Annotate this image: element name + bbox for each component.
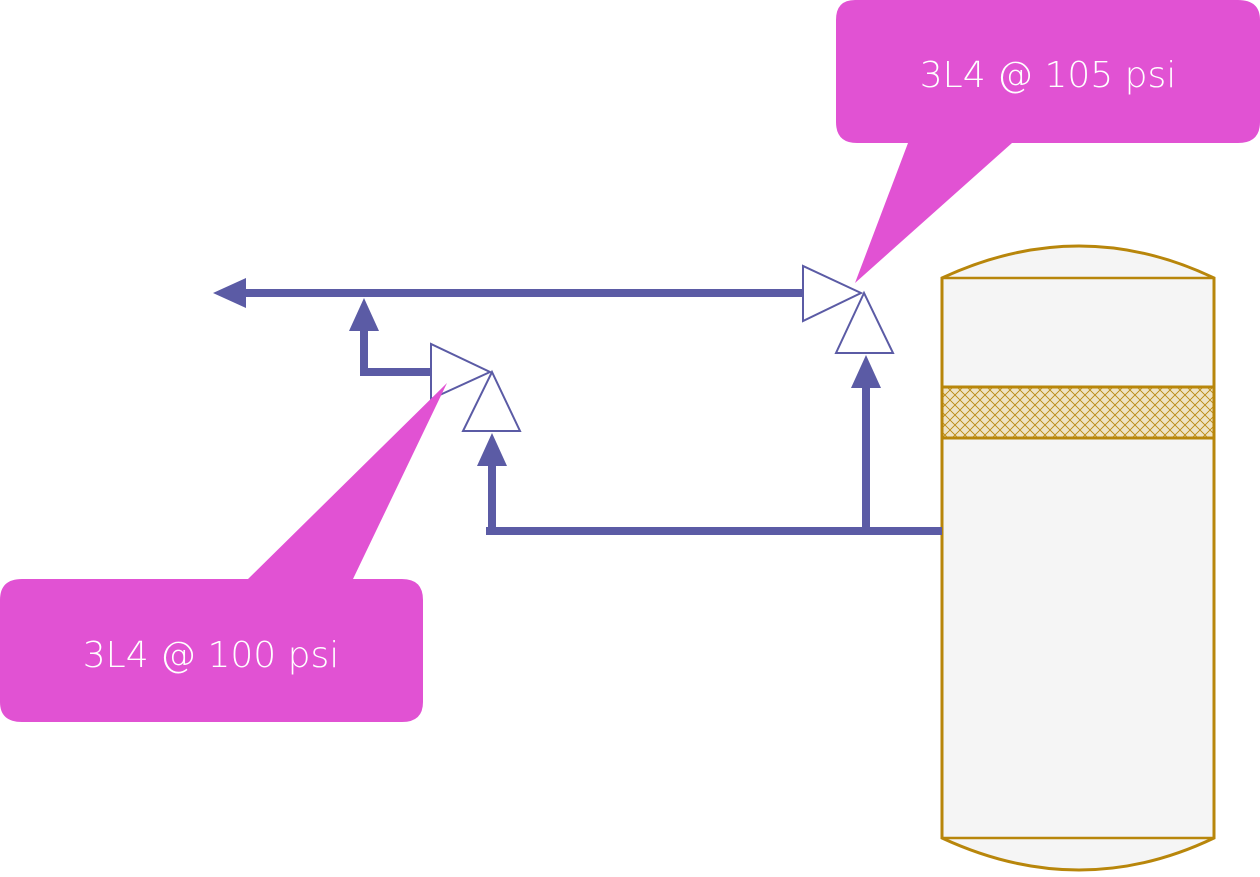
left-valve-discharge (360, 330, 430, 376)
callout-left-valve: 3L4 @ 100 psi (0, 383, 447, 722)
right-riser-arrow (851, 355, 881, 388)
callout-bubble (836, 0, 1260, 283)
flow-arrows (213, 278, 881, 466)
callout-bubble (0, 383, 447, 722)
vessel-body (940, 244, 1216, 872)
left-riser-arrow (477, 433, 507, 466)
right-valve-inlet-body (834, 290, 895, 354)
right-valve-outlet-body (802, 264, 864, 323)
header-outlet-arrow (213, 278, 246, 308)
left-discharge-arrow (349, 298, 379, 331)
relief-valve-icon (802, 264, 895, 354)
vessel-packing-bed (940, 385, 1216, 440)
callout-label-105-psi: 3L4 @ 105 psi (920, 55, 1177, 96)
callout-label-100-psi: 3L4 @ 100 psi (83, 635, 340, 676)
piping (244, 289, 942, 535)
pressure-vessel (940, 244, 1216, 872)
callout-right-valve: 3L4 @ 105 psi (836, 0, 1260, 283)
left-valve-inlet-body (461, 369, 522, 432)
